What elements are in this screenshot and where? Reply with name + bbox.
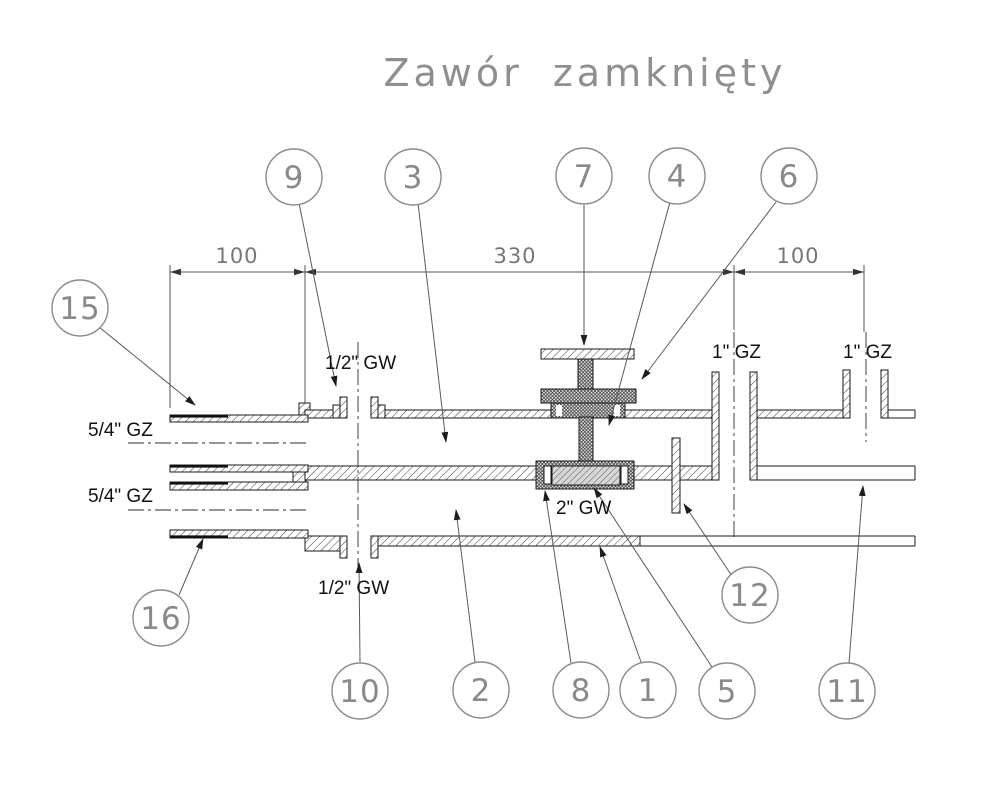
callout-8: 8 <box>552 661 610 719</box>
callout-7: 7 <box>555 147 613 205</box>
valve-stem-lower <box>578 416 594 464</box>
partition-plate <box>671 437 681 514</box>
label-1-gz-left: 1" GZ <box>712 342 761 363</box>
leader-line-5 <box>593 487 713 668</box>
svg-text:9: 9 <box>284 160 305 196</box>
stub-5-4-gz-lower <box>169 481 309 539</box>
callout-1: 1 <box>619 661 677 719</box>
label-5-4-gz-upper: 5/4" GZ <box>88 420 153 441</box>
valve-seat-disc <box>551 465 621 486</box>
callout-15: 15 <box>51 279 109 337</box>
svg-text:7: 7 <box>574 159 595 195</box>
callout-balloons: 9 3 7 4 6 15 16 10 <box>51 147 876 720</box>
dimension-value-center: 330 <box>493 244 536 268</box>
callout-4: 4 <box>648 147 706 205</box>
centerlines <box>128 332 867 572</box>
label-2-gw: 2" GW <box>556 498 611 519</box>
valve-stem-upper <box>577 358 594 391</box>
stub-5-4-gz-upper <box>169 414 309 473</box>
svg-text:16: 16 <box>140 601 181 637</box>
leader-line-10 <box>355 562 363 663</box>
svg-text:10: 10 <box>339 674 380 710</box>
thread-labels: 5/4" GZ 5/4" GZ 1/2" GW 1/2" GW 2" GW 1"… <box>88 342 892 599</box>
dimension-value-left: 100 <box>215 244 258 268</box>
valve-assembly <box>535 348 637 490</box>
callout-12: 12 <box>721 566 779 624</box>
dimension-lines <box>169 265 865 408</box>
pipe-body <box>169 369 916 559</box>
label-1-2-gw-top: 1/2" GW <box>325 353 396 374</box>
leader-line-15 <box>98 326 196 406</box>
leader-line-1 <box>599 546 642 663</box>
svg-text:12: 12 <box>729 578 770 614</box>
svg-text:8: 8 <box>571 673 592 709</box>
drawing-title: Zawór zamknięty <box>383 51 786 95</box>
leader-line-12 <box>683 503 733 577</box>
svg-text:5: 5 <box>717 674 738 710</box>
callout-6: 6 <box>760 147 818 205</box>
svg-text:11: 11 <box>826 674 867 710</box>
stub-1-2-gw-bottom <box>339 535 379 559</box>
stub-1-gz-left <box>711 371 758 481</box>
callout-16: 16 <box>132 589 190 647</box>
stub-1-2-gw-top <box>332 396 386 419</box>
svg-text:15: 15 <box>59 291 100 327</box>
callout-11: 11 <box>818 662 876 720</box>
svg-text:3: 3 <box>403 160 424 196</box>
label-5-4-gz-lower: 5/4" GZ <box>88 486 153 507</box>
leader-line-8 <box>543 490 572 664</box>
leader-lines <box>98 201 866 668</box>
bottom-coupling <box>304 535 344 552</box>
callout-3: 3 <box>384 148 442 206</box>
leader-line-3 <box>417 202 449 443</box>
svg-text:2: 2 <box>471 673 492 709</box>
label-1-2-gw-bottom: 1/2" GW <box>318 578 389 599</box>
valve-handle <box>540 348 635 360</box>
dimension-value-right: 100 <box>776 244 819 268</box>
leader-line-9 <box>298 202 338 387</box>
leader-line-6 <box>641 201 777 380</box>
leader-line-16 <box>178 538 204 596</box>
callout-2: 2 <box>452 661 510 719</box>
leader-line-2 <box>453 509 476 663</box>
svg-text:1: 1 <box>638 673 659 709</box>
label-1-gz-right: 1" GZ <box>843 342 892 363</box>
leader-line-11 <box>848 485 866 664</box>
callout-9: 9 <box>265 148 323 206</box>
svg-text:4: 4 <box>667 159 688 195</box>
svg-text:6: 6 <box>779 159 800 195</box>
valve-bonnet-flange <box>540 388 637 404</box>
callout-5: 5 <box>698 662 756 720</box>
leader-line-4 <box>608 201 671 426</box>
callout-10: 10 <box>331 662 389 720</box>
stub-1-gz-right <box>842 369 889 419</box>
